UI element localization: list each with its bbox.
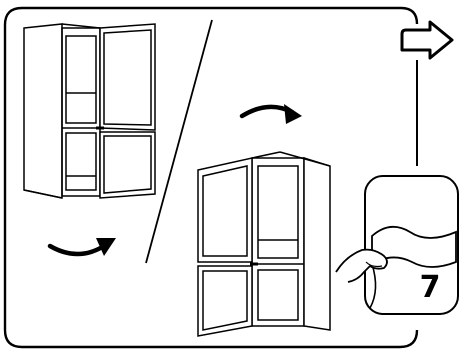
rotate-arrow-icon (239, 104, 302, 124)
return-arrow-icon (400, 20, 454, 60)
fridge-closed (23, 23, 156, 199)
frame (3, 6, 419, 349)
frame-right-top (400, 6, 419, 25)
divider-line (145, 19, 213, 264)
page-turn-icon (335, 175, 459, 315)
rotate-arrow-icon (47, 238, 116, 257)
fridge-open (197, 151, 331, 337)
page-number: 7 (419, 270, 441, 305)
